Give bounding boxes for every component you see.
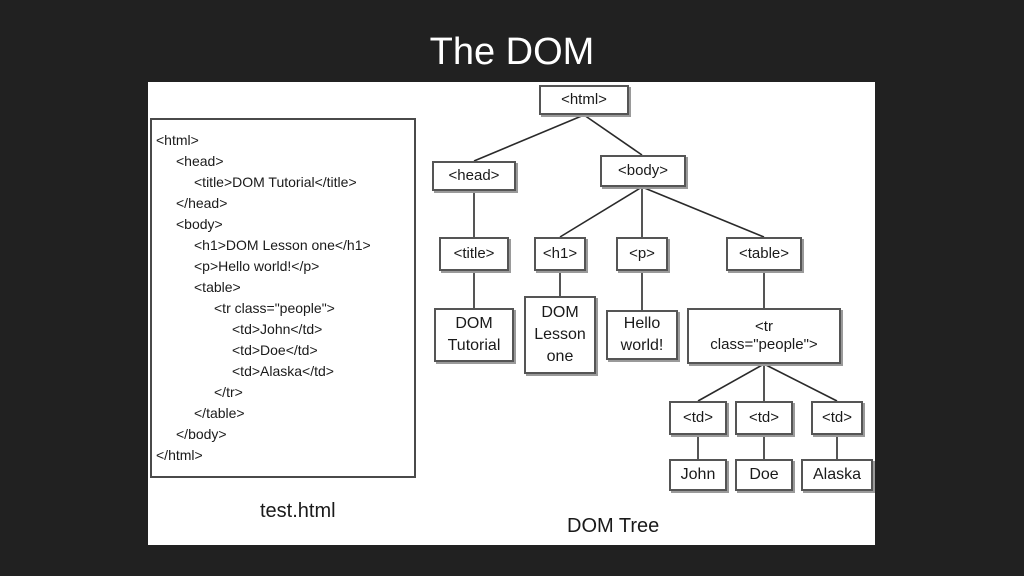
node-title-text: DOM Tutorial (434, 308, 514, 362)
tree-edges (473, 114, 838, 459)
edge-html-head (473, 114, 585, 162)
edge-tr-td1 (697, 363, 765, 402)
source-code-caption: test.html (260, 500, 336, 522)
code-line: <td>John</td> (232, 321, 323, 337)
code-line: </head> (176, 195, 228, 211)
source-code-box: <html> <head> <title>DOM Tutorial</title… (150, 118, 416, 478)
dom-figure: <html> <head> <title>DOM Tutorial</title… (148, 82, 875, 545)
edge-html-body (583, 114, 643, 156)
node-body: <body> (600, 155, 686, 187)
node-h1-text: DOM Lesson one (524, 296, 596, 374)
node-p: <p> (616, 237, 668, 271)
code-line: <body> (176, 216, 223, 232)
node-td-2: <td> (735, 401, 793, 435)
node-head: <head> (432, 161, 516, 191)
node-table: <table> (726, 237, 802, 271)
code-line: <td>Doe</td> (232, 342, 318, 358)
code-line: <table> (194, 279, 241, 295)
node-td3-text: Alaska (801, 459, 873, 491)
edge-body-h1 (559, 186, 643, 238)
node-tr: <tr class="people"> (687, 308, 841, 364)
code-line: <p>Hello world!</p> (194, 258, 320, 274)
slide-title: The DOM (429, 31, 595, 73)
code-line: <tr class="people"> (214, 300, 335, 316)
code-line: <h1>DOM Lesson one</h1> (194, 237, 371, 253)
tree-caption: DOM Tree (567, 515, 660, 537)
code-line: </body> (176, 426, 227, 442)
code-line: </tr> (214, 384, 243, 400)
edge-body-table (641, 186, 765, 238)
node-p-text: Hello world! (606, 310, 678, 360)
node-td-1: <td> (669, 401, 727, 435)
code-line: <td>Alaska</td> (232, 363, 334, 379)
code-line: <html> (156, 132, 199, 148)
node-td1-text: John (669, 459, 727, 491)
code-line: </html> (156, 447, 203, 463)
node-td-3: <td> (811, 401, 863, 435)
node-h1: <h1> (534, 237, 586, 271)
code-line: <head> (176, 153, 224, 169)
code-line: <title>DOM Tutorial</title> (194, 174, 357, 190)
node-td2-text: Doe (735, 459, 793, 491)
edge-tr-td3 (763, 363, 838, 402)
code-line: </table> (194, 405, 245, 421)
node-html: <html> (539, 85, 629, 115)
node-title: <title> (439, 237, 509, 271)
